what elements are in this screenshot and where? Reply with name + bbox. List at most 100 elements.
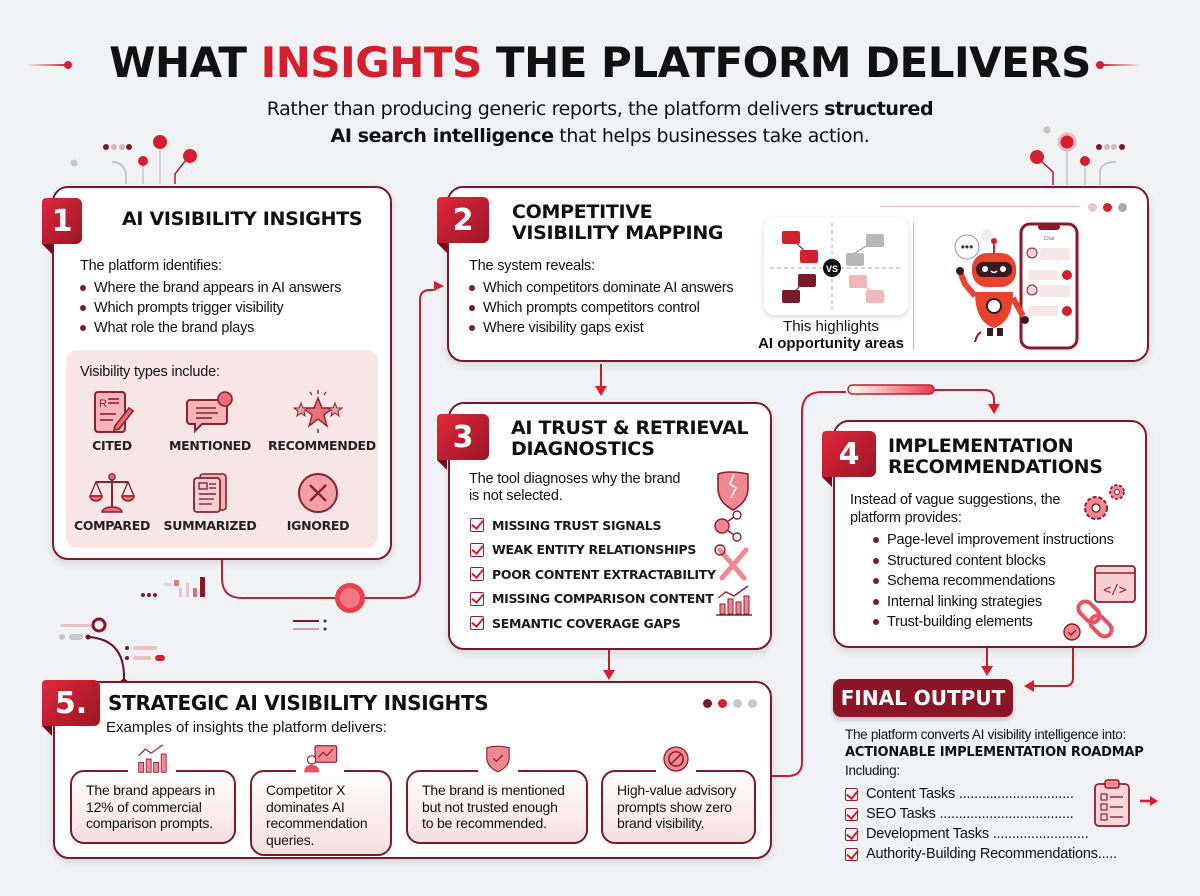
vs-label: VS — [826, 264, 838, 274]
visibility-type-label: MENTIONED — [169, 438, 251, 453]
visibility-type-label: SUMMARIZED — [163, 518, 257, 533]
chart-decoration — [141, 577, 327, 631]
section-5-title: STRATEGIC AI VISIBILITY INSIGHTS — [108, 691, 489, 715]
section-3-title: AI TRUST & RETRIEVAL DIAGNOSTICS — [511, 417, 749, 460]
diagnostics-checklist: MISSING TRUST SIGNALS WEAK ENTITY RELATI… — [470, 513, 716, 636]
checkbox-icon — [845, 847, 858, 861]
checkbox-icon — [845, 807, 858, 821]
chain-link-icon — [1076, 599, 1114, 639]
final-output-description: The platform converts AI visibility inte… — [845, 726, 1144, 780]
diagnostics-icons — [714, 471, 752, 616]
intro-line-2: platform provides: — [850, 510, 962, 526]
badge-check-icon — [1063, 623, 1081, 641]
checkbox-icon — [470, 518, 484, 533]
svg-text:•••: ••• — [961, 240, 974, 254]
section-4-badge: 4 — [822, 431, 876, 487]
section-2-title: COMPETITIVE VISIBILITY MAPPING — [512, 201, 724, 244]
task-item: Content Tasks ..........................… — [845, 784, 1117, 804]
task-item: Development Tasks ......................… — [845, 824, 1117, 844]
visibility-type-recommended: RECOMMENDED — [268, 390, 376, 453]
opportunity-caption: This highlights AI opportunity areas — [746, 318, 916, 352]
competitor-map-illustration: VS — [764, 217, 908, 315]
divider — [880, 206, 1080, 207]
insight-card: High-value advisory prompts show zero br… — [601, 770, 756, 844]
section-1-intro: The platform identifies: — [80, 258, 222, 274]
title-line-2: DIAGNOSTICS — [511, 437, 655, 460]
bar-chart-trend-icon — [128, 741, 176, 777]
title-line-1: AI TRUST & RETRIEVAL — [511, 417, 749, 439]
final-line-1: The platform converts AI visibility inte… — [845, 727, 1126, 742]
title-line-2: VISIBILITY MAPPING — [512, 221, 724, 244]
visibility-type-mentioned: MENTIONED — [160, 390, 260, 453]
presenter-chart-icon — [296, 741, 344, 777]
visibility-type-label: RECOMMENDED — [268, 438, 376, 453]
task-label: SEO Tasks ..............................… — [866, 806, 1074, 822]
title-decoration-left — [26, 61, 72, 69]
broken-shield-icon — [717, 471, 749, 511]
growth-chart-icon — [716, 585, 752, 616]
gear-icon — [981, 229, 993, 241]
caption-line-1: This highlights — [783, 318, 879, 335]
list-item: Page-level improvement instructions — [871, 530, 1114, 551]
list-item: Trust-building elements — [871, 612, 1114, 633]
subtitle-bold-2: AI search intelligence — [330, 125, 554, 147]
visibility-type-label: IGNORED — [286, 518, 350, 533]
visibility-type-label: COMPARED — [73, 518, 151, 533]
visibility-type-summarized: SUMMARIZED — [160, 472, 260, 533]
checklist-item: SEMANTIC COVERAGE GAPS — [470, 611, 716, 636]
task-label: Development Tasks ......................… — [866, 826, 1089, 842]
implementation-icons: </> — [1063, 484, 1136, 641]
insight-card: The brand appears in 12% of commercial c… — [70, 770, 236, 844]
section-2-badge: 2 — [437, 197, 489, 253]
section-1-bullets: Where the brand appears in AI answers Wh… — [78, 278, 342, 338]
list-item: Which prompts competitors control — [467, 298, 734, 318]
visibility-type-label: CITED — [92, 438, 132, 453]
intro-line-1: The tool diagnoses why the brand — [469, 471, 681, 487]
section-5-badge: 5. — [42, 680, 100, 736]
list-item: What role the brand plays — [78, 318, 341, 338]
clipboard-checklist-icon — [1094, 779, 1130, 827]
checkbox-icon — [470, 567, 484, 582]
task-label: Authority-Building Recommendations..... — [866, 846, 1117, 862]
documents-icon — [193, 473, 227, 513]
section-3-badge: 3 — [437, 414, 489, 470]
title-line-1: COMPETITIVE — [512, 201, 653, 223]
insight-card: Competitor X dominates AI recommendation… — [250, 770, 392, 856]
competitor-quadrant-chart: VS — [770, 223, 902, 309]
list-item: Which prompts trigger visibility — [78, 298, 341, 318]
checkbox-icon — [470, 616, 484, 631]
checklist-item-label: SEMANTIC COVERAGE GAPS — [492, 615, 681, 631]
scale-icon — [88, 473, 136, 513]
intro-line-1: Instead of vague suggestions, the — [850, 492, 1061, 508]
list-item: Schema recommendations — [871, 571, 1114, 592]
tools-icon — [714, 544, 749, 581]
intro-line-2: is not selected. — [469, 488, 563, 504]
section-1-title: AI VISIBILITY INSIGHTS — [122, 208, 363, 230]
section-3-intro: The tool diagnoses why the brand is not … — [469, 471, 680, 505]
svg-text:R: R — [99, 398, 107, 410]
stars-icon — [293, 390, 343, 433]
page-title: WHAT INSIGHTS THE PLATFORM DELIVERS — [0, 38, 1200, 87]
final-line-3: Including: — [845, 763, 900, 778]
document-pencil-icon: R — [94, 391, 135, 433]
gears-icon — [1084, 484, 1125, 520]
visibility-types-panel: Visibility types include: R CITED MENTIO… — [66, 350, 378, 548]
title-line-1: IMPLEMENTATION — [888, 435, 1074, 457]
section-4-intro: Instead of vague suggestions, the platfo… — [850, 491, 1060, 527]
roadmap-task-list: Content Tasks ..........................… — [845, 784, 1117, 864]
checkbox-icon — [470, 591, 484, 606]
subtitle-text-1: Rather than producing generic reports, t… — [266, 98, 825, 120]
robot-chat-illustration: ••• Chat — [954, 222, 1079, 350]
subtitle-text-2: that helps businesses take action. — [553, 125, 870, 147]
page-subtitle: Rather than producing generic reports, t… — [0, 96, 1200, 150]
visibility-type-ignored: IGNORED — [268, 472, 368, 533]
final-output-badge: FINAL OUTPUT — [833, 679, 1013, 717]
chat-bubble-icon — [186, 391, 233, 434]
title-part-2: THE PLATFORM DELIVERS — [481, 38, 1091, 87]
x-circle-icon — [298, 473, 338, 513]
checklist-item-label: MISSING TRUST SIGNALS — [492, 517, 662, 533]
title-line-2: RECOMMENDATIONS — [888, 455, 1103, 478]
connector-node — [335, 583, 365, 613]
list-item: Which competitors dominate AI answers — [467, 278, 734, 298]
checklist-item: MISSING COMPARISON CONTENT — [470, 587, 716, 612]
